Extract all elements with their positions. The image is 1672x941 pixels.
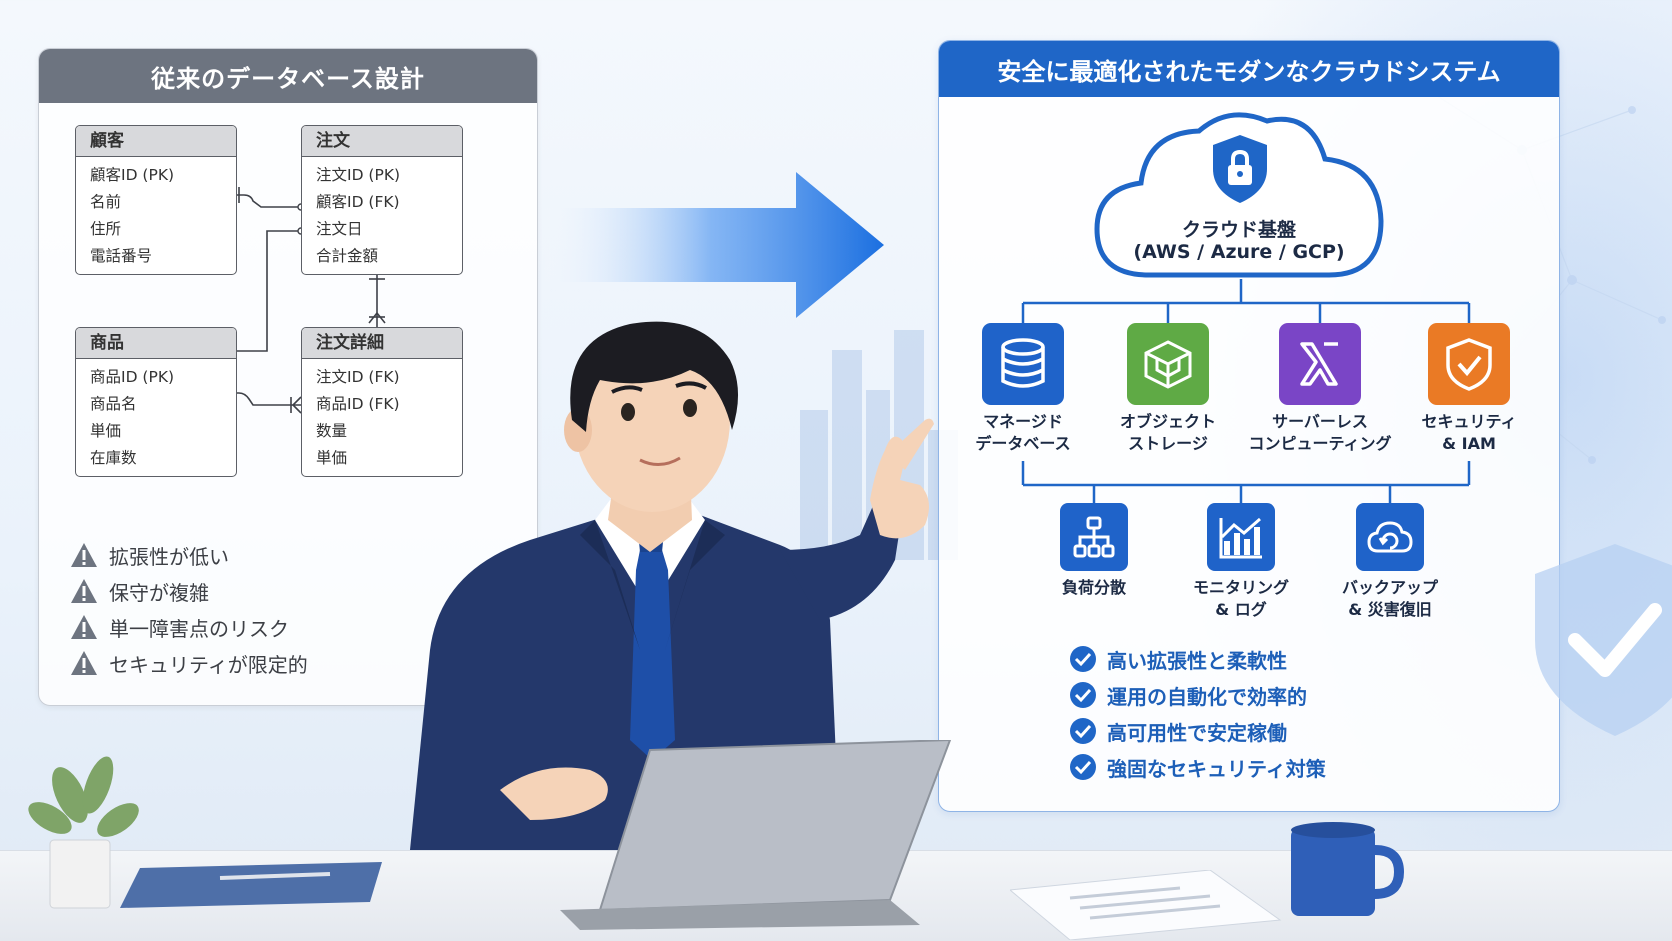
check-circle-icon xyxy=(1070,646,1096,672)
benefit-item: 高可用性で安定稼働 xyxy=(1069,713,1326,749)
cloud-backup-icon xyxy=(1356,503,1424,571)
er-field: 単価 xyxy=(316,449,348,467)
legacy-database-panel: 従来のデータベース設計 顧客 顧客ID (PK) 名前 xyxy=(38,48,538,706)
er-field: 注文ID (FK) xyxy=(316,368,400,386)
service-security-iam: セキュリティ & IAM xyxy=(1394,323,1544,455)
benefit-item: 高い拡張性と柔軟性 xyxy=(1069,641,1326,677)
security-shield-icon xyxy=(1428,323,1510,405)
er-field: 顧客ID (FK) xyxy=(316,193,400,211)
service-label: マネージド データベース xyxy=(975,412,1071,453)
lock-shield-icon xyxy=(1213,135,1267,203)
service-label: モニタリング & ログ xyxy=(1192,578,1289,619)
cube-icon xyxy=(1127,323,1209,405)
er-field: 住所 xyxy=(90,220,122,238)
service-object-storage: オブジェクト ストレージ xyxy=(1093,323,1243,455)
er-field: 名前 xyxy=(90,193,122,211)
notebook-illustration xyxy=(120,862,382,908)
warning-triangle-icon xyxy=(71,615,97,639)
service-label: オブジェクト ストレージ xyxy=(1119,412,1216,453)
er-field: 合計金額 xyxy=(316,247,379,265)
service-load-balancer: 負荷分散 xyxy=(1019,503,1169,599)
er-field: 注文日 xyxy=(316,220,363,238)
issue-item: 単一障害点のリスク xyxy=(69,609,308,645)
issue-text: 単一障害点のリスク xyxy=(109,616,289,641)
er-table-title: 注文 xyxy=(302,126,462,157)
er-field: 数量 xyxy=(316,422,348,440)
er-field: 注文ID (PK) xyxy=(316,166,401,184)
benefit-text: 高い拡張性と柔軟性 xyxy=(1107,648,1287,673)
chart-icon xyxy=(1207,503,1275,571)
check-circle-icon xyxy=(1070,718,1096,744)
issue-text: 保守が複雑 xyxy=(109,580,209,605)
issue-text: 拡張性が低い xyxy=(109,544,229,569)
issue-item: セキュリティが限定的 xyxy=(69,645,308,681)
warning-triangle-icon xyxy=(71,651,97,675)
coffee-mug-illustration xyxy=(1291,822,1405,916)
er-field: 商品ID (FK) xyxy=(316,395,400,413)
plant-illustration xyxy=(28,756,139,909)
er-table-order-detail: 注文詳細 注文ID (FK) 商品ID (FK) 数量 単価 xyxy=(301,327,463,477)
warning-triangle-icon xyxy=(71,579,97,603)
er-field: 商品ID (PK) xyxy=(90,368,175,386)
cloud-label: クラウド基盤 xyxy=(1181,219,1296,241)
warning-triangle-icon xyxy=(71,543,97,567)
database-icon xyxy=(982,323,1064,405)
check-circle-icon xyxy=(1070,682,1096,708)
benefit-item: 運用の自動化で効率的 xyxy=(1069,677,1326,713)
transition-arrow-icon xyxy=(538,172,884,318)
issue-list: 拡張性が低い 保守が複雑 単一障害点のリスク セキュリティが限定的 xyxy=(69,537,308,681)
cloud-providers: (AWS / Azure / GCP) xyxy=(1133,241,1345,263)
service-monitoring: モニタリング & ログ xyxy=(1166,503,1316,621)
issue-text: セキュリティが限定的 xyxy=(109,652,308,677)
service-managed-database: マネージド データベース xyxy=(948,323,1098,455)
issue-item: 拡張性が低い xyxy=(69,537,308,573)
cloud-infrastructure: クラウド基盤 (AWS / Azure / GCP) xyxy=(1089,103,1389,323)
shield-check-decoration-icon xyxy=(1535,544,1672,736)
er-field: 顧客ID (PK) xyxy=(90,166,175,184)
er-table-title: 注文詳細 xyxy=(302,328,462,359)
laptop-illustration xyxy=(560,740,952,930)
benefit-text: 強固なセキュリティ対策 xyxy=(1107,756,1326,781)
er-field: 電話番号 xyxy=(90,247,153,265)
service-label: サーバーレス コンピューティング xyxy=(1248,412,1392,453)
check-circle-icon xyxy=(1070,754,1096,780)
er-table-order: 注文 注文ID (PK) 顧客ID (FK) 注文日 合計金額 xyxy=(301,125,463,275)
modern-cloud-panel: 安全に最適化されたモダンなクラウドシステム クラウド基盤 (AW xyxy=(938,40,1560,812)
legacy-panel-title: 従来のデータベース設計 xyxy=(39,49,537,103)
er-table-product: 商品 商品ID (PK) 商品名 単価 在庫数 xyxy=(75,327,237,477)
service-label: バックアップ & 災害復旧 xyxy=(1341,578,1438,619)
lambda-icon xyxy=(1279,323,1361,405)
er-table-customer: 顧客 顧客ID (PK) 名前 住所 電話番号 xyxy=(75,125,237,275)
service-backup: バックアップ & 災害復旧 xyxy=(1315,503,1465,621)
er-table-title: 顧客 xyxy=(76,126,236,157)
load-balancer-icon xyxy=(1060,503,1128,571)
documents-illustration xyxy=(1010,870,1282,940)
service-connector-lines xyxy=(1021,279,1471,503)
er-field: 在庫数 xyxy=(90,449,137,467)
benefit-text: 高可用性で安定稼働 xyxy=(1107,720,1287,745)
issue-item: 保守が複雑 xyxy=(69,573,308,609)
er-field: 商品名 xyxy=(90,395,137,413)
service-label: セキュリティ & IAM xyxy=(1421,412,1517,453)
benefit-list: 高い拡張性と柔軟性 運用の自動化で効率的 高可用性で安定稼働 強固なセキュリティ… xyxy=(1069,641,1326,785)
benefit-text: 運用の自動化で効率的 xyxy=(1107,684,1307,709)
er-field: 単価 xyxy=(90,422,122,440)
er-table-title: 商品 xyxy=(76,328,236,359)
service-serverless: サーバーレス コンピューティング xyxy=(1245,323,1395,455)
service-label: 負荷分散 xyxy=(1061,578,1126,597)
benefit-item: 強固なセキュリティ対策 xyxy=(1069,749,1326,785)
cloud-panel-title: 安全に最適化されたモダンなクラウドシステム xyxy=(939,41,1559,97)
